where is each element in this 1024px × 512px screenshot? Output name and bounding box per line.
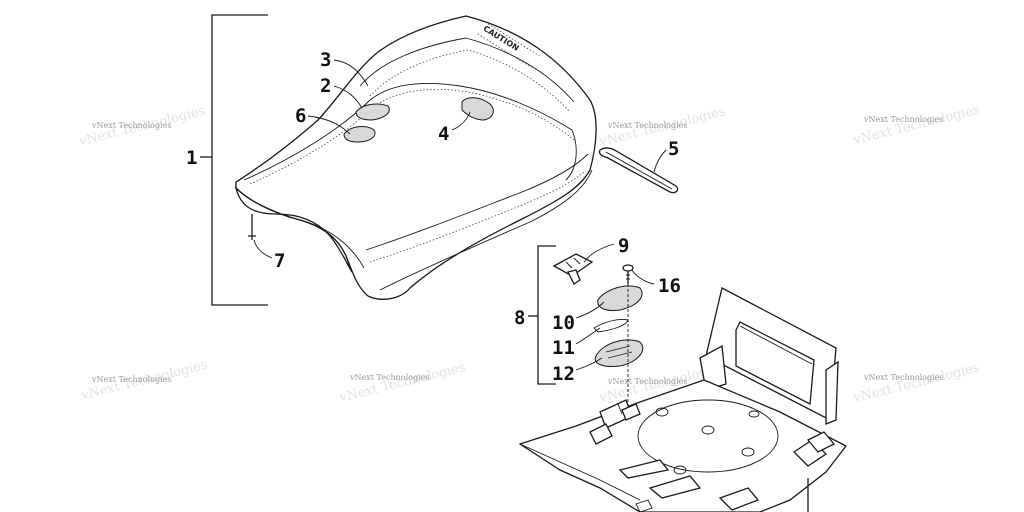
callout-3: 3 [320, 49, 331, 71]
callout-12: 12 [552, 363, 575, 385]
callouts: 1 2 3 4 5 6 7 8 9 10 11 12 16 [186, 49, 681, 385]
handle-4 [461, 97, 494, 121]
pin-7 [248, 214, 256, 240]
watermark: vNext Technologies [91, 121, 171, 130]
latch-plate-10 [597, 285, 643, 311]
callout-16: 16 [658, 275, 681, 297]
watermark: vNext Technologies [91, 375, 171, 384]
latch-pad-2 [355, 103, 390, 121]
watermark: vNext Technologies [607, 377, 687, 386]
callout-10: 10 [552, 312, 575, 334]
watermark: vNext Technologies [349, 373, 429, 382]
watermark-ghost: vNext Technologies [337, 360, 467, 406]
watermark-ghost: vNext Technologies [851, 360, 981, 406]
watermark-ghost: vNext Technologies [851, 102, 981, 148]
seat-base-tray [518, 287, 847, 512]
watermark: vNext Technologies [863, 115, 943, 124]
callout-9: 9 [618, 235, 629, 257]
latch-assembly-bracket [528, 245, 556, 385]
leader-lines [253, 59, 667, 371]
pad-6 [343, 126, 376, 143]
seat-assembly-bracket [200, 14, 268, 306]
seat: CAUTION [234, 15, 597, 300]
watermark: vNext Technologies [607, 121, 687, 130]
callout-7: 7 [274, 250, 285, 272]
screw-16 [622, 264, 634, 284]
callout-6: 6 [295, 105, 306, 127]
spring-11 [593, 319, 629, 333]
callout-5: 5 [668, 138, 679, 160]
watermark: vNext Technologies [863, 373, 943, 382]
latch-housing-12 [594, 339, 644, 367]
callout-11: 11 [552, 337, 575, 359]
clip-9 [552, 253, 594, 285]
strap [598, 147, 679, 194]
callout-8: 8 [514, 307, 525, 329]
callout-2: 2 [320, 75, 331, 97]
callout-4: 4 [438, 123, 449, 145]
callout-1: 1 [186, 147, 197, 169]
